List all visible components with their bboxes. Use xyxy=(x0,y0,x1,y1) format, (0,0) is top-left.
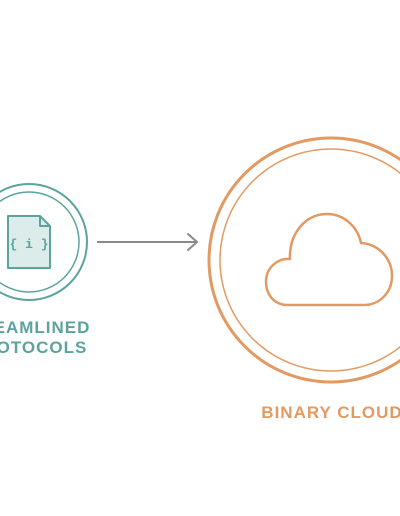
source-inner-ring xyxy=(0,191,80,293)
source-node-label: EAMLINED OTOCOLS xyxy=(0,318,102,358)
target-node-label: BINARY CLOUD xyxy=(261,403,400,422)
source-node: { i } xyxy=(0,183,88,301)
cloud-icon xyxy=(264,212,394,307)
target-node xyxy=(207,136,400,384)
target-outer-ring xyxy=(207,136,400,384)
json-file-icon: { i } xyxy=(7,215,51,269)
json-icon-glyph: { i } xyxy=(9,237,48,252)
source-outer-ring xyxy=(0,183,88,301)
target-inner-ring xyxy=(219,148,400,372)
source-label-line2: OTOCOLS xyxy=(0,338,88,357)
source-label-line1: EAMLINED xyxy=(0,318,91,337)
arrow-right-icon xyxy=(97,233,198,251)
